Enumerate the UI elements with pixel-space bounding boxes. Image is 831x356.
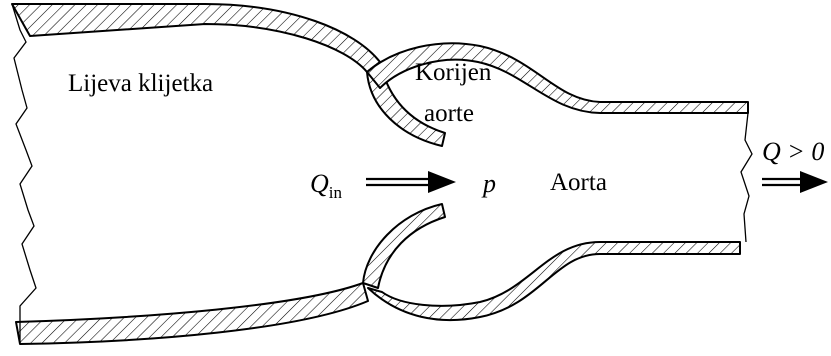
aortic-root-label-line2: aorte — [424, 100, 474, 127]
outflow-arrow — [762, 171, 828, 193]
ventricle-upper-wall — [11, 3, 381, 73]
outflow-label: Q > 0 — [762, 137, 824, 166]
left-ventricle-label: Lijeva klijetka — [68, 70, 213, 97]
pressure-label: p — [481, 169, 496, 198]
inflow-arrow — [366, 171, 456, 193]
right-break-line — [740, 112, 753, 243]
inflow-label: Qin — [310, 169, 343, 202]
aorta-label: Aorta — [550, 169, 607, 196]
lower-valve-leaflet — [362, 203, 446, 289]
left-break-line — [11, 3, 37, 344]
ventricle-lower-wall — [15, 282, 369, 345]
aortic-root-lower-wall — [367, 241, 741, 322]
aortic-root-label-line1: Korijen — [415, 59, 492, 86]
inflow-symbol: Q — [310, 169, 329, 198]
aortic-root-upper-wall — [366, 42, 749, 114]
inflow-subscript: in — [329, 183, 343, 202]
